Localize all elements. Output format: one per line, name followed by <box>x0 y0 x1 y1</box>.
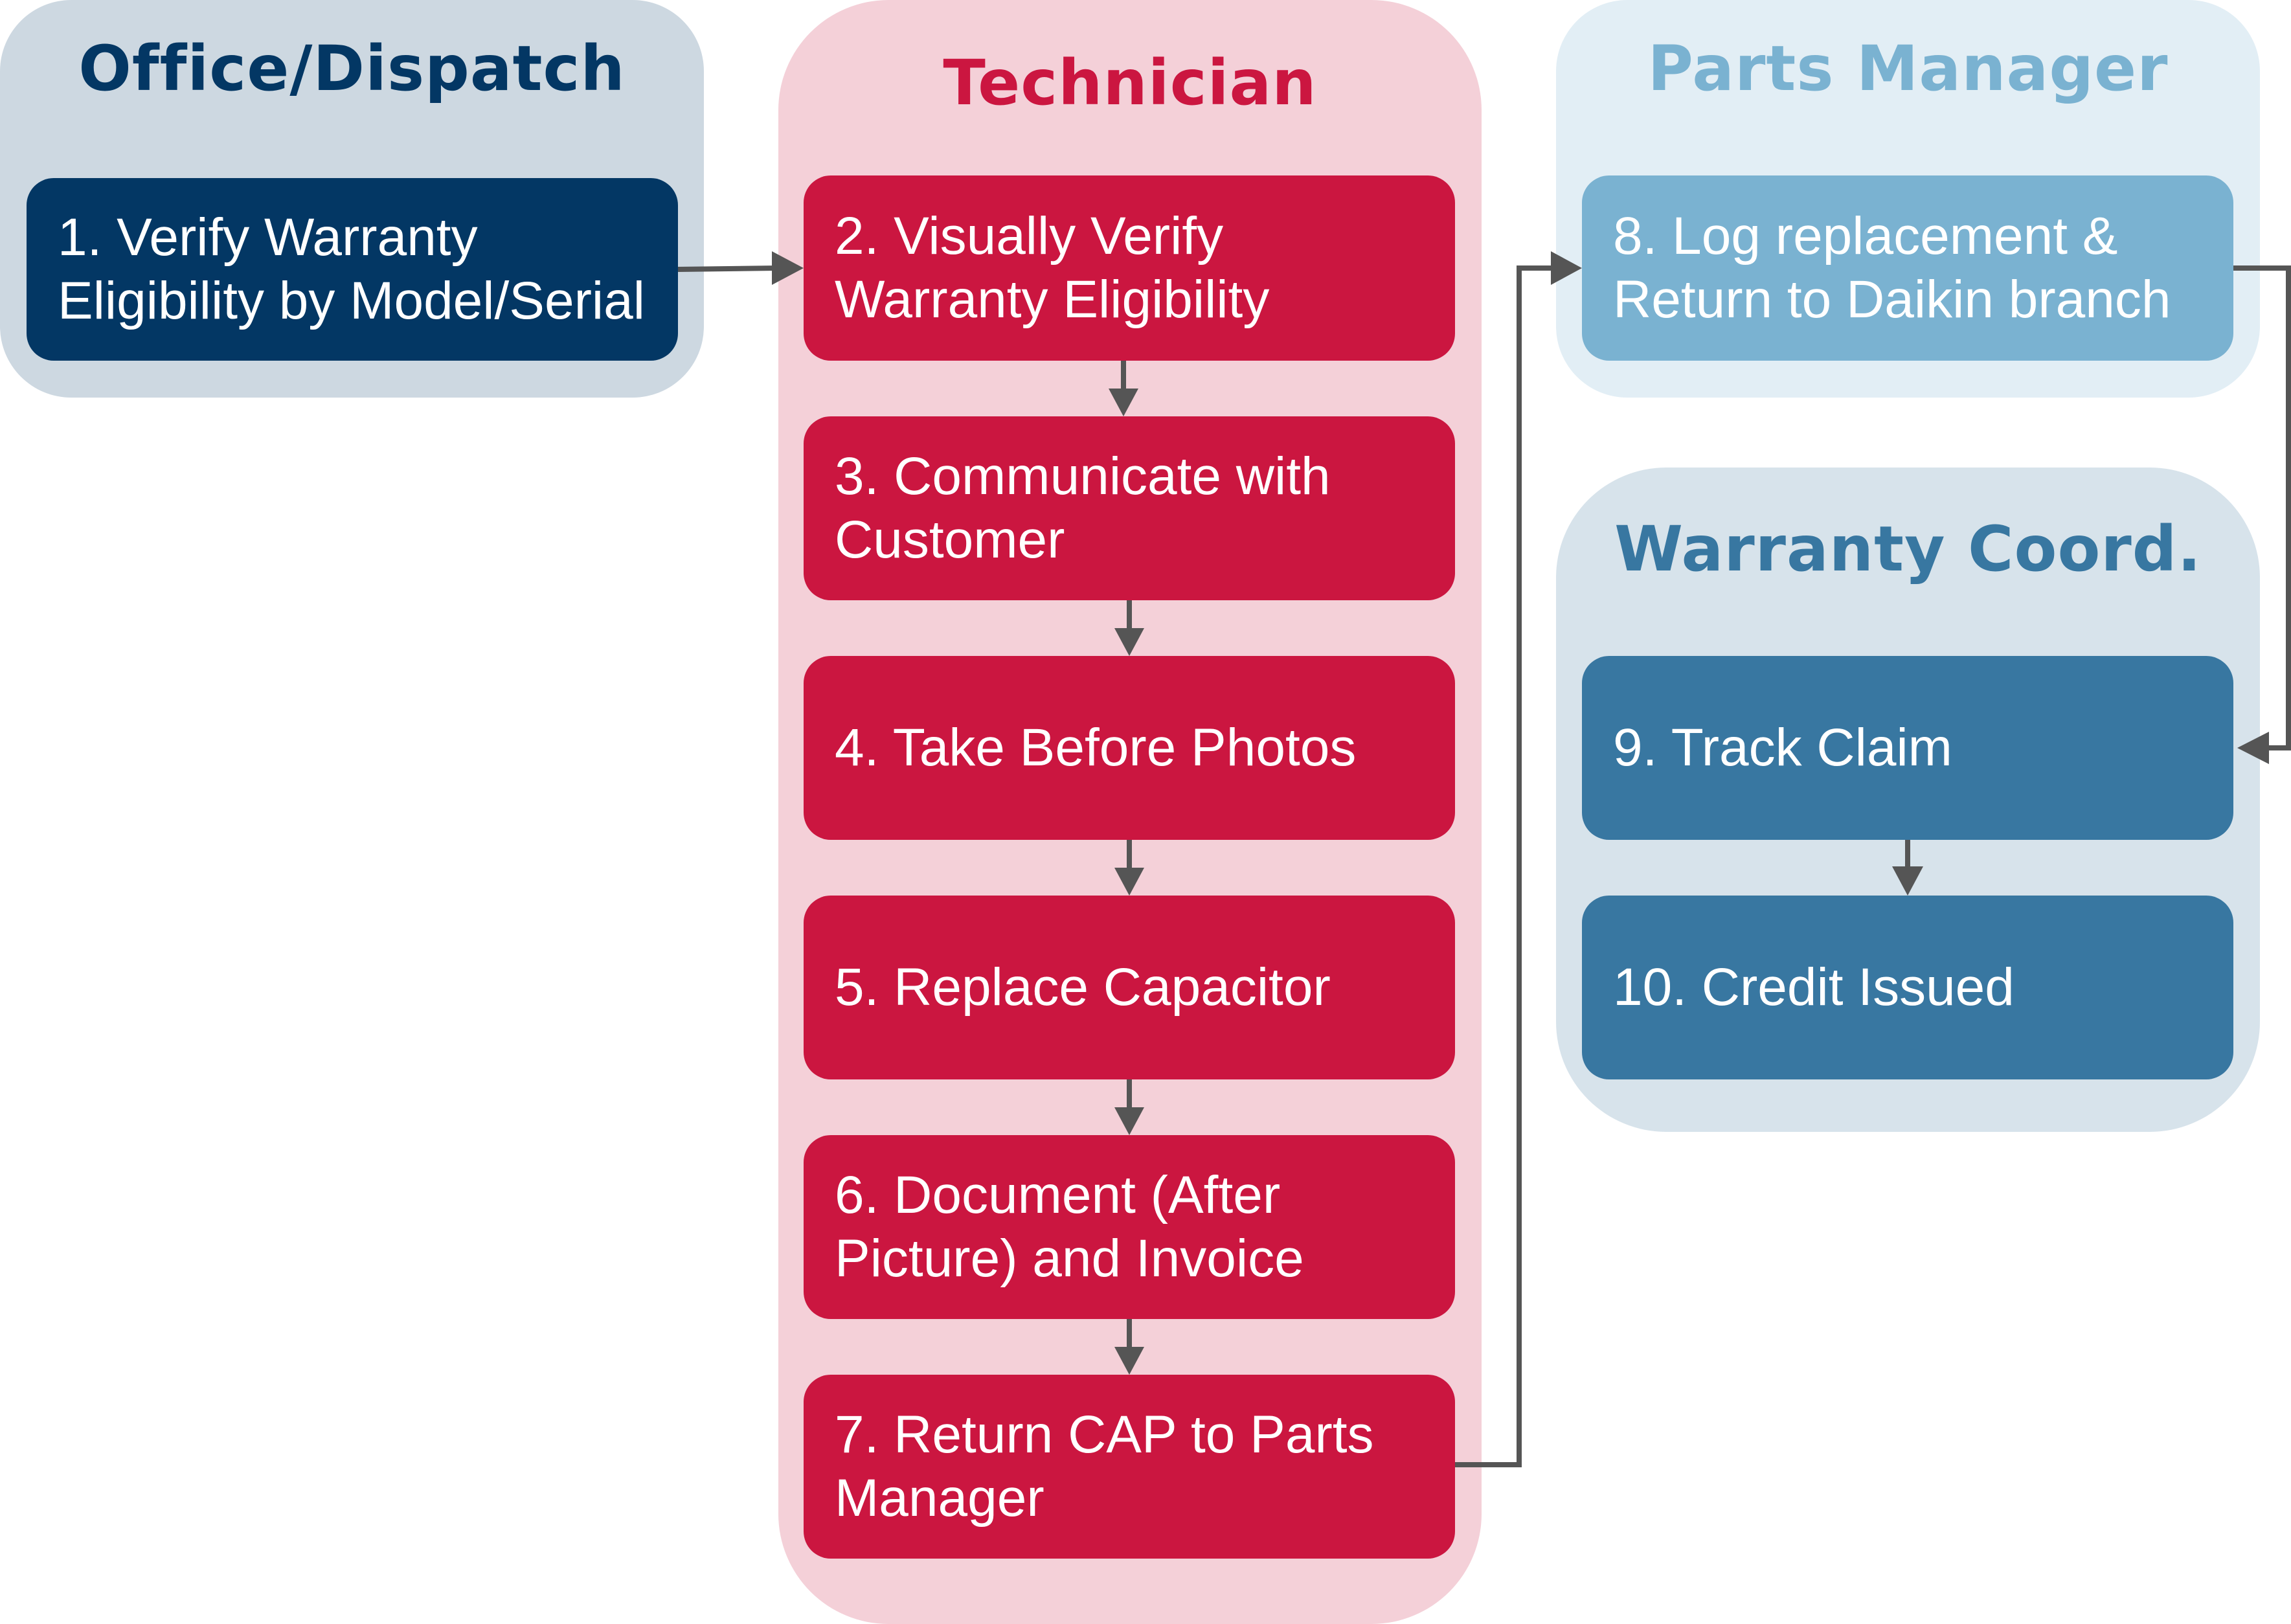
lane-title-warranty-coord: Warranty Coord. <box>1614 513 2202 585</box>
step-7-return-cap[interactable]: 7. Return CAP to Parts Manager <box>804 1375 1455 1559</box>
step-9-line1: 9. Track Claim <box>1613 718 1952 777</box>
step-2-visually-verify[interactable]: 2. Visually Verify Warranty Eligibility <box>804 175 1455 361</box>
step-10-line1: 10. Credit Issued <box>1613 958 2015 1017</box>
step-6-line1: 6. Document (After <box>835 1166 1281 1224</box>
step-2-line2: Warranty Eligibility <box>835 270 1270 329</box>
step-8-line2: Return to Daikin branch <box>1613 270 2171 329</box>
step-3-line1: 3. Communicate with <box>835 447 1331 506</box>
lane-title-office-dispatch: Office/Dispatch <box>78 32 626 105</box>
step-6-document-invoice[interactable]: 6. Document (After Picture) and Invoice <box>804 1135 1455 1319</box>
step-4-line1: 4. Take Before Photos <box>835 718 1357 777</box>
step-6-line2: Picture) and Invoice <box>835 1229 1304 1288</box>
step-1-verify-warranty[interactable]: 1. Verify Warranty Eligibility by Model/… <box>27 178 678 361</box>
step-8-line1: 8. Log replacement & <box>1613 207 2118 265</box>
step-5-line1: 5. Replace Capacitor <box>835 958 1331 1017</box>
step-7-line1: 7. Return CAP to Parts <box>835 1405 1374 1464</box>
step-9-track-claim[interactable]: 9. Track Claim <box>1582 656 2233 840</box>
step-1-line1: 1. Verify Warranty <box>58 208 478 267</box>
step-3-communicate-customer[interactable]: 3. Communicate with Customer <box>804 416 1455 600</box>
step-1-line2: Eligibility by Model/Serial <box>58 271 645 330</box>
step-10-credit-issued[interactable]: 10. Credit Issued <box>1582 896 2233 1079</box>
step-3-line2: Customer <box>835 510 1065 569</box>
lane-title-parts-manager: Parts Manager <box>1647 32 2169 105</box>
step-2-line1: 2. Visually Verify <box>835 207 1224 265</box>
step-4-take-before-photos[interactable]: 4. Take Before Photos <box>804 656 1455 840</box>
step-5-replace-capacitor[interactable]: 5. Replace Capacitor <box>804 896 1455 1079</box>
step-8-log-replacement[interactable]: 8. Log replacement & Return to Daikin br… <box>1582 175 2233 361</box>
step-7-line2: Manager <box>835 1469 1044 1528</box>
lane-title-technician: Technician <box>943 47 1317 119</box>
